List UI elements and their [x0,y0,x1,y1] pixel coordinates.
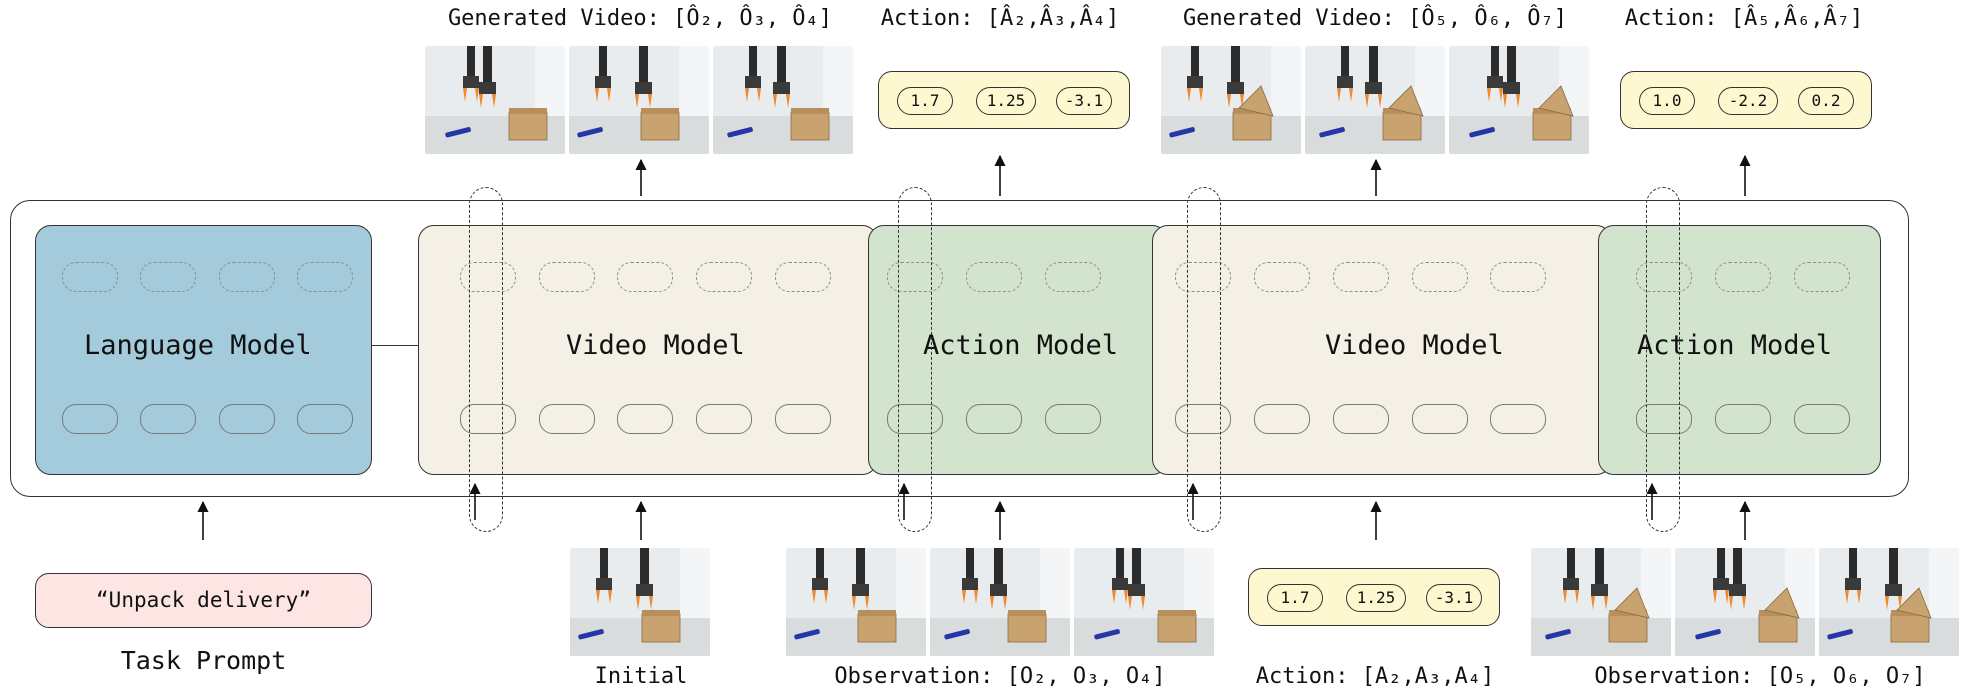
task-prompt-label: Task Prompt [120,646,287,675]
action-label-1: Action: [Â₂,Â₃,Â₄] [880,6,1120,31]
token-pill [539,404,595,434]
token-pill [887,404,943,434]
token-pill [966,262,1022,292]
video-frame-thumbnail [786,548,926,656]
action-value: -2.2 [1718,87,1778,115]
feedback-loop-1 [469,187,503,532]
feedback-loop-3 [1187,187,1221,532]
token-pill [1715,404,1771,434]
video-frame-thumbnail [1305,46,1445,154]
action-label-2: Action: [Â₅,Â₆,Â₇] [1624,6,1864,31]
video-frame-thumbnail [1449,46,1589,154]
initial-label: Initial [594,664,688,689]
action-value: 0.2 [1798,87,1854,115]
video-frame-thumbnail [1819,548,1959,656]
video-frame-thumbnail [1531,548,1671,656]
action-values-input: 1.7 1.25 -3.1 [1248,568,1500,626]
token-pill [1490,262,1546,292]
action-value: 1.0 [1639,87,1695,115]
token-pill [219,262,275,292]
token-pill [617,404,673,434]
token-pill [539,262,595,292]
token-pill [887,262,943,292]
token-pill [696,404,752,434]
token-pill [1412,262,1468,292]
token-pill [1045,262,1101,292]
language-model-title: Language Model [84,330,312,361]
token-pill [460,404,516,434]
token-pill [1794,404,1850,434]
token-pill [1254,404,1310,434]
predicted-action-values-2: 1.0 -2.2 0.2 [1620,71,1872,129]
token-pill [1636,262,1692,292]
token-pill [1412,404,1468,434]
observation-label-1: Observation: [O₂, O₃, O₄] [834,664,1166,689]
video-frame-thumbnail [570,548,710,656]
language-video-connector [372,345,418,346]
action-model-title-1: Action Model [923,330,1119,361]
video-model-title-2: Video Model [1325,330,1504,361]
token-pill [1794,262,1850,292]
token-pill [775,262,831,292]
action-value: -3.1 [1056,87,1112,115]
token-pill [1636,404,1692,434]
observation-label-2: Observation: [O₅, O₆, O₇] [1594,664,1926,689]
token-pill [1254,262,1310,292]
token-pill [775,404,831,434]
token-pill [460,262,516,292]
action-label-input: Action: [A₂,A₃,A₄] [1255,664,1495,689]
action-value: 1.7 [1267,584,1323,612]
token-pill [62,262,118,292]
action-value: -3.1 [1426,584,1482,612]
token-pill [1175,262,1231,292]
token-pill [617,262,673,292]
token-pill [696,262,752,292]
feedback-loop-4 [1646,187,1680,532]
token-pill [1715,262,1771,292]
token-pill [1490,404,1546,434]
token-pill [297,404,353,434]
token-pill [966,404,1022,434]
action-value: 1.25 [1346,584,1406,612]
video-frame-thumbnail [1074,548,1214,656]
token-pill [1333,404,1389,434]
video-frame-thumbnail [1675,548,1815,656]
token-pill [140,262,196,292]
action-value: 1.25 [976,87,1036,115]
video-frame-thumbnail [713,46,853,154]
token-pill [297,262,353,292]
video-frame-thumbnail [1161,46,1301,154]
token-pill [1333,262,1389,292]
generated-video-label-2: Generated Video: [Ô₅, Ô₆, Ô₇] [1182,6,1568,31]
task-prompt-box: “Unpack delivery” [35,573,372,628]
action-model-title-2: Action Model [1637,330,1833,361]
feedback-loop-2 [898,187,932,532]
token-pill [1045,404,1101,434]
token-pill [219,404,275,434]
predicted-action-values-1: 1.7 1.25 -3.1 [878,71,1130,129]
video-frame-thumbnail [569,46,709,154]
video-frame-thumbnail [425,46,565,154]
unified-model-frame [10,200,1909,497]
video-frame-thumbnail [930,548,1070,656]
action-value: 1.7 [897,87,953,115]
video-model-title-1: Video Model [566,330,745,361]
generated-video-label-1: Generated Video: [Ô₂, Ô₃, Ô₄] [447,6,833,31]
token-pill [140,404,196,434]
token-pill [62,404,118,434]
token-pill [1175,404,1231,434]
